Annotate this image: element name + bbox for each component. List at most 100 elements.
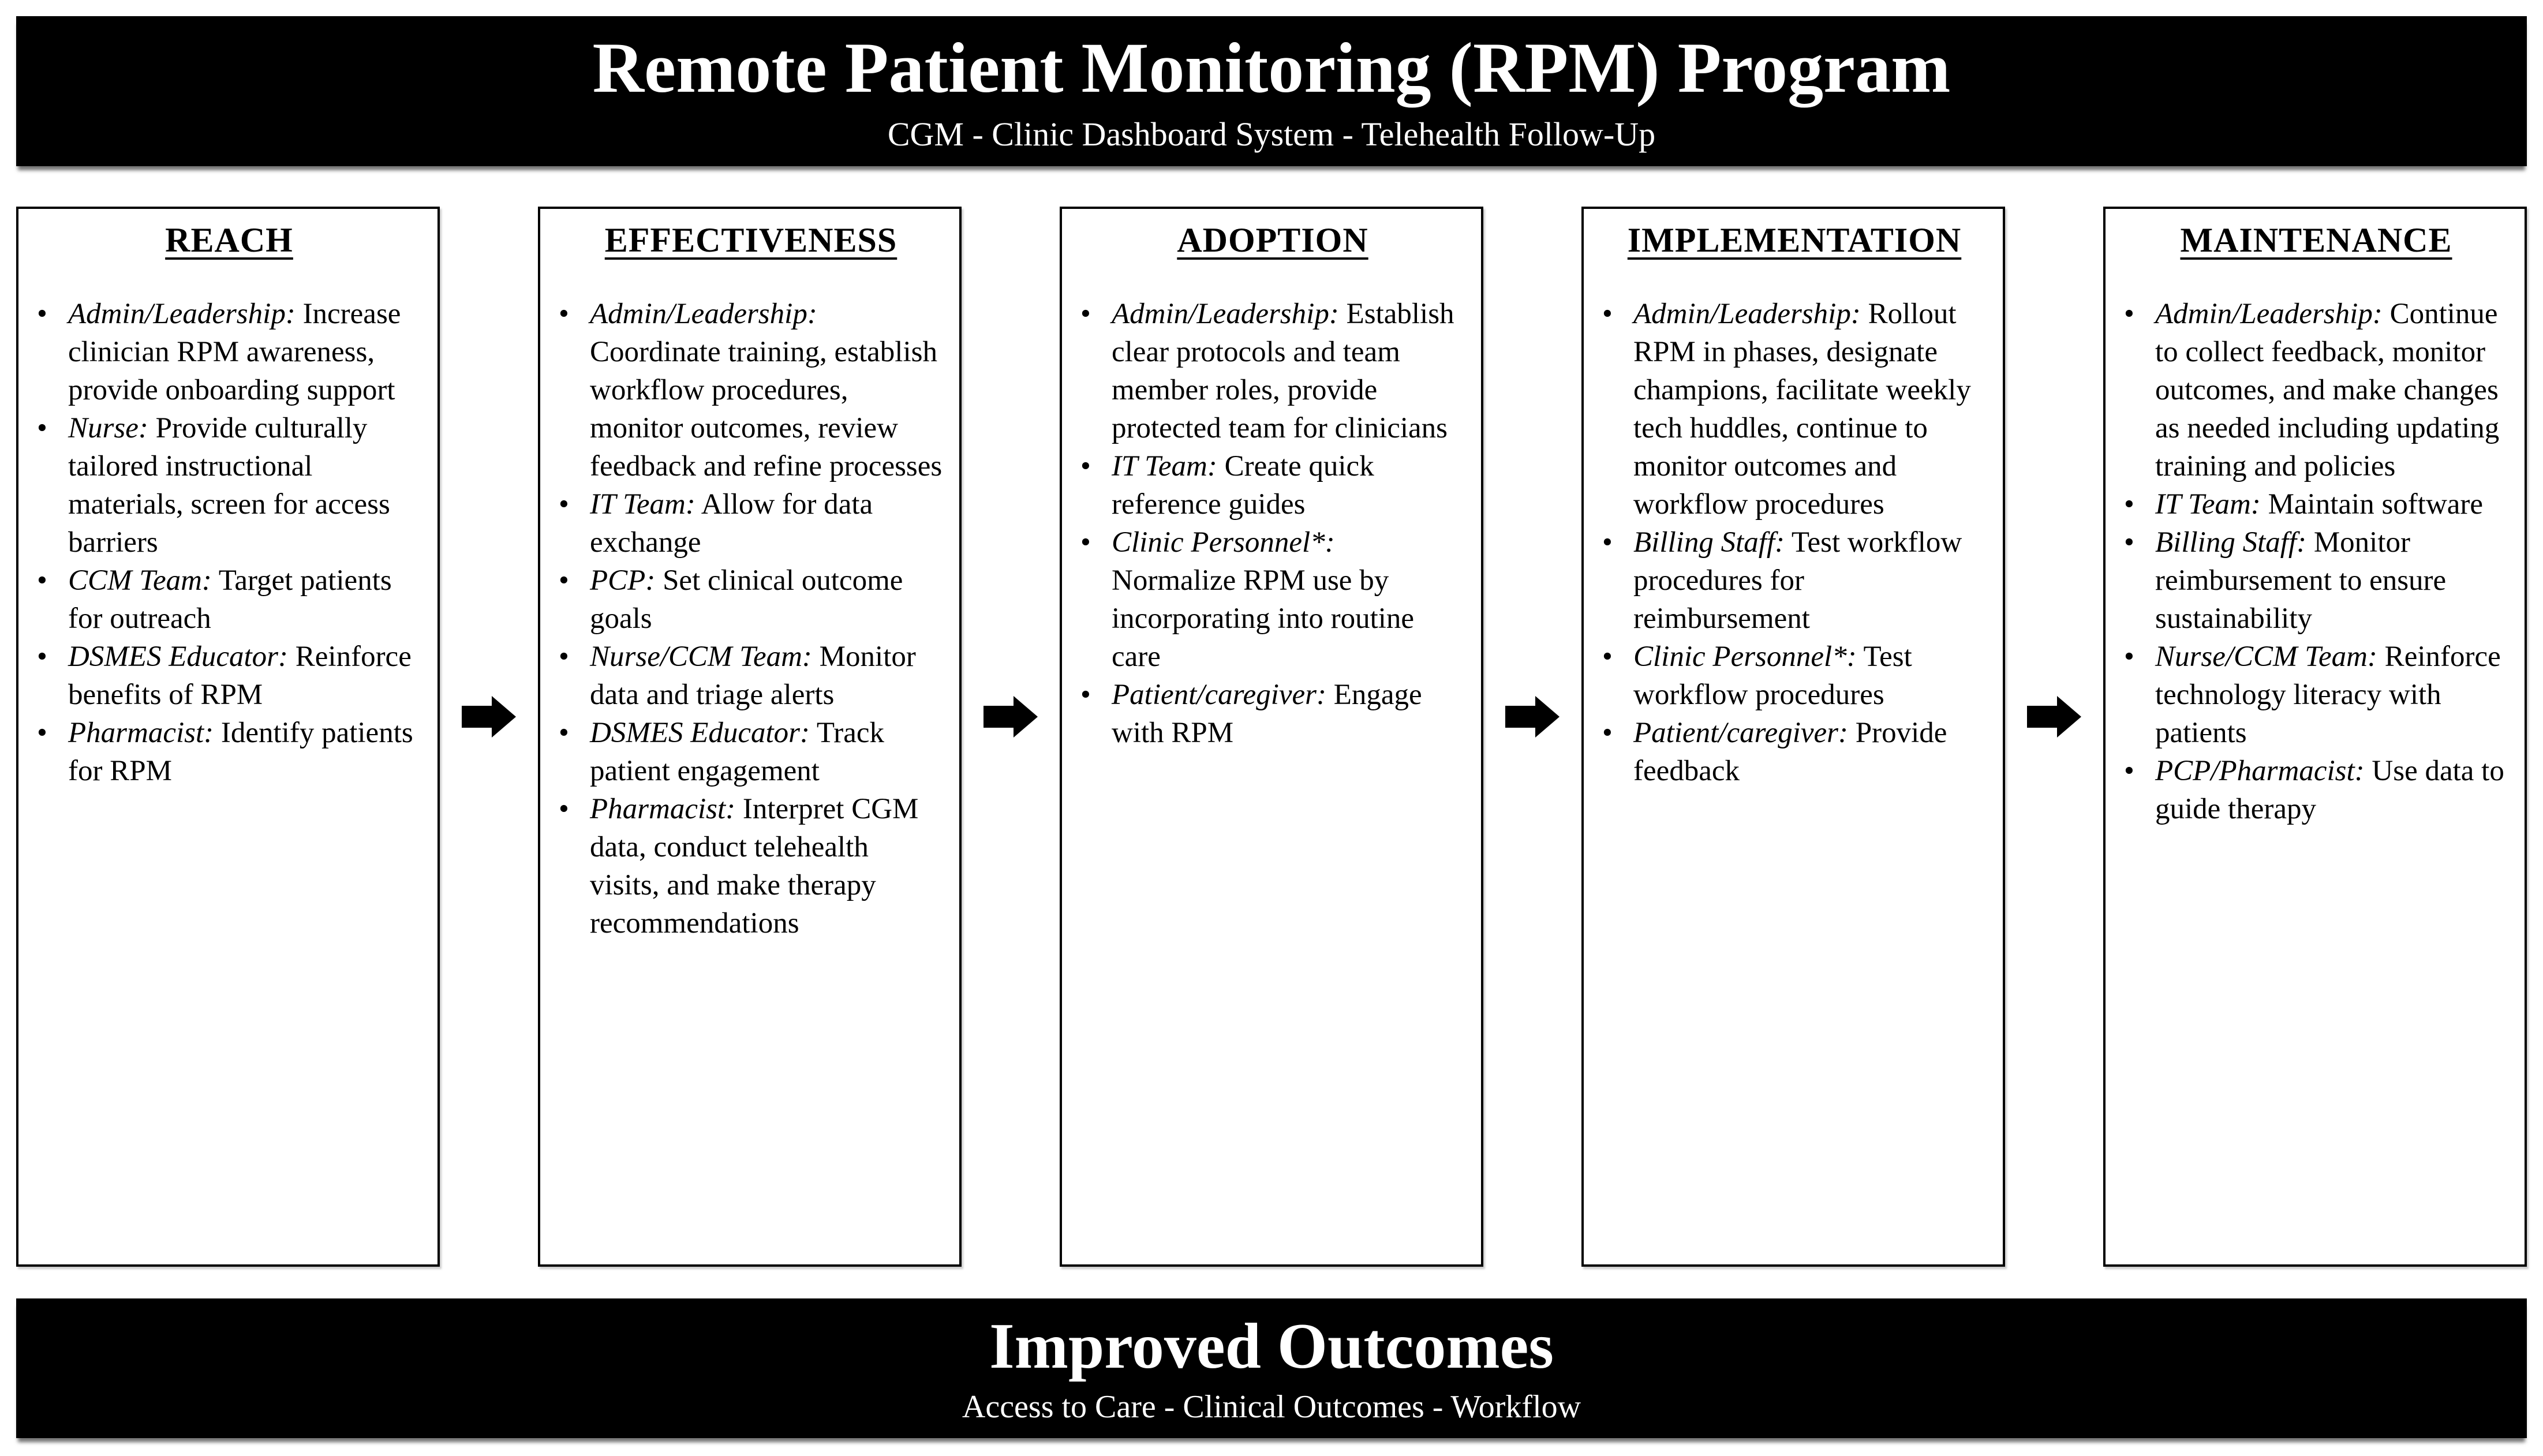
column-adoption: ADOPTION • Admin/Leadership: Establish c… — [1060, 207, 1483, 1267]
bullet-item: • Billing Staff: Test workflow procedure… — [1602, 523, 1987, 638]
bullet-dot-icon: • — [1602, 641, 1613, 673]
bullet-item: • Nurse/CCM Team: Reinforce technology l… — [2124, 638, 2508, 752]
role-description: Provide culturally tailored instructiona… — [68, 412, 390, 559]
bullet-item: • PCP/Pharmacist: Use data to guide ther… — [2124, 752, 2508, 828]
flow-arrow-icon — [1505, 696, 1560, 738]
bullet-item: • Admin/Leadership: Increase clinician R… — [37, 295, 421, 409]
column-title: MAINTENANCE — [2180, 221, 2452, 259]
role-description: Track patient engagement — [590, 717, 884, 787]
footer-banner: Improved Outcomes Access to Care - Clini… — [16, 1298, 2527, 1438]
bullet-dot-icon: • — [37, 298, 47, 330]
bullet-dot-icon: • — [2124, 755, 2134, 787]
bullet-dot-icon: • — [2124, 526, 2134, 559]
role-label: IT Team: — [1112, 450, 1217, 482]
bullet-dot-icon: • — [37, 717, 47, 749]
role-label: IT Team: — [590, 488, 695, 521]
column-title: ADOPTION — [1177, 221, 1368, 259]
role-description: Provide feedback — [1633, 717, 1947, 787]
column-implementation: IMPLEMENTATION • Admin/Leadership: Rollo… — [1581, 207, 2005, 1267]
role-label: CCM Team: — [68, 564, 212, 597]
header-title: Remote Patient Monitoring (RPM) Program — [592, 28, 1951, 108]
role-description: Monitor reimbursement to ensure sustaina… — [2155, 526, 2447, 635]
role-label: Admin/Leadership: — [1112, 298, 1339, 330]
flow-arrow-icon — [983, 696, 1038, 738]
role-label: Nurse: — [68, 412, 148, 444]
role-description: Establish clear protocols and team membe… — [1112, 298, 1454, 444]
bullet-dot-icon: • — [2124, 488, 2134, 521]
bullet-dot-icon: • — [37, 412, 47, 444]
role-description: Allow for data exchange — [590, 488, 873, 559]
role-description: Use data to guide therapy — [2155, 755, 2504, 825]
role-description: Target patients for outreach — [68, 564, 392, 635]
bullet-item: • Nurse/CCM Team: Monitor data and triag… — [559, 638, 943, 714]
bullet-dot-icon: • — [2124, 298, 2134, 330]
bullet-item: • Admin/Leadership: Establish clear prot… — [1080, 295, 1465, 447]
role-label: Patient/caregiver: — [1633, 717, 1848, 749]
column-title: EFFECTIVENESS — [604, 221, 897, 259]
column-gap — [2005, 207, 2103, 1267]
bullet-item: • Patient/caregiver: Provide feedback — [1602, 714, 1987, 790]
bullet-dot-icon: • — [1602, 717, 1613, 749]
bullet-item: • Clinic Personnel*: Normalize RPM use b… — [1080, 523, 1465, 676]
column-title: REACH — [165, 221, 293, 259]
header-subtitle: CGM - Clinic Dashboard System - Teleheal… — [887, 115, 1656, 153]
bullet-dot-icon: • — [1080, 450, 1091, 482]
role-description: Maintain software — [2260, 488, 2484, 521]
bullet-dot-icon: • — [1080, 526, 1091, 559]
column-bullet-list: • Admin/Leadership: Coordinate training,… — [559, 295, 943, 942]
bullet-dot-icon: • — [559, 641, 569, 673]
role-label: Nurse/CCM Team: — [590, 641, 812, 673]
footer-title: Improved Outcomes — [989, 1311, 1554, 1383]
bullet-item: • IT Team: Allow for data exchange — [559, 485, 943, 562]
role-description: Normalize RPM use by incorporating into … — [1112, 564, 1415, 673]
role-label: Billing Staff: — [1633, 526, 1785, 559]
column-effectiveness: EFFECTIVENESS • Admin/Leadership: Coordi… — [538, 207, 962, 1267]
role-label: Admin/Leadership: — [2155, 298, 2383, 330]
role-description: Engage with RPM — [1112, 679, 1422, 749]
column-bullet-list: • Admin/Leadership: Continue to collect … — [2124, 295, 2508, 828]
bullet-item: • Billing Staff: Monitor reimbursement t… — [2124, 523, 2508, 638]
bullet-item: • Pharmacist: Identify patients for RPM — [37, 714, 421, 790]
column-maintenance: MAINTENANCE • Admin/Leadership: Continue… — [2103, 207, 2527, 1267]
bullet-dot-icon: • — [1602, 526, 1613, 559]
bullet-dot-icon: • — [559, 298, 569, 330]
role-description: Monitor data and triage alerts — [590, 641, 916, 711]
bullet-item: • IT Team: Maintain software — [2124, 485, 2508, 523]
role-label: PCP/Pharmacist: — [2155, 755, 2365, 787]
column-gap — [440, 207, 538, 1267]
bullet-dot-icon: • — [37, 641, 47, 673]
role-description: Reinforce technology literacy with patie… — [2155, 641, 2501, 749]
role-label: Clinic Personnel*: — [1633, 641, 1857, 673]
bullet-item: • Nurse: Provide culturally tailored ins… — [37, 409, 421, 562]
bullet-dot-icon: • — [37, 564, 47, 597]
column-bullet-list: • Admin/Leadership: Rollout RPM in phase… — [1602, 295, 1987, 790]
column-bullet-list: • Admin/Leadership: Increase clinician R… — [37, 295, 421, 790]
bullet-item: • Clinic Personnel*: Test workflow proce… — [1602, 638, 1987, 714]
role-description: Create quick reference guides — [1112, 450, 1374, 521]
bullet-item: • Pharmacist: Interpret CGM data, conduc… — [559, 790, 943, 942]
role-description: Coordinate training, establish workflow … — [590, 336, 943, 482]
column-gap — [962, 207, 1060, 1267]
bullet-item: • Admin/Leadership: Rollout RPM in phase… — [1602, 295, 1987, 523]
bullet-dot-icon: • — [559, 717, 569, 749]
bullet-dot-icon: • — [2124, 641, 2134, 673]
role-description: Increase clinician RPM awareness, provid… — [68, 298, 401, 406]
role-label: Billing Staff: — [2155, 526, 2307, 559]
role-description: Reinforce benefits of RPM — [68, 641, 412, 711]
bullet-item: • DSMES Educator: Track patient engageme… — [559, 714, 943, 790]
role-label: IT Team: — [2155, 488, 2261, 521]
role-description: Continue to collect feedback, monitor ou… — [2155, 298, 2500, 482]
bullet-item: • DSMES Educator: Reinforce benefits of … — [37, 638, 421, 714]
bullet-dot-icon: • — [1080, 298, 1091, 330]
role-label: Pharmacist: — [590, 793, 736, 825]
role-label: Admin/Leadership: — [1633, 298, 1861, 330]
role-label: PCP: — [590, 564, 656, 597]
bullet-item: • CCM Team: Target patients for outreach — [37, 562, 421, 638]
bullet-dot-icon: • — [559, 488, 569, 521]
role-description: Interpret CGM data, conduct telehealth v… — [590, 793, 919, 940]
column-bullet-list: • Admin/Leadership: Establish clear prot… — [1080, 295, 1465, 752]
role-label: Admin/Leadership: — [68, 298, 296, 330]
bullet-dot-icon: • — [559, 564, 569, 597]
bullet-item: • Patient/caregiver: Engage with RPM — [1080, 676, 1465, 752]
